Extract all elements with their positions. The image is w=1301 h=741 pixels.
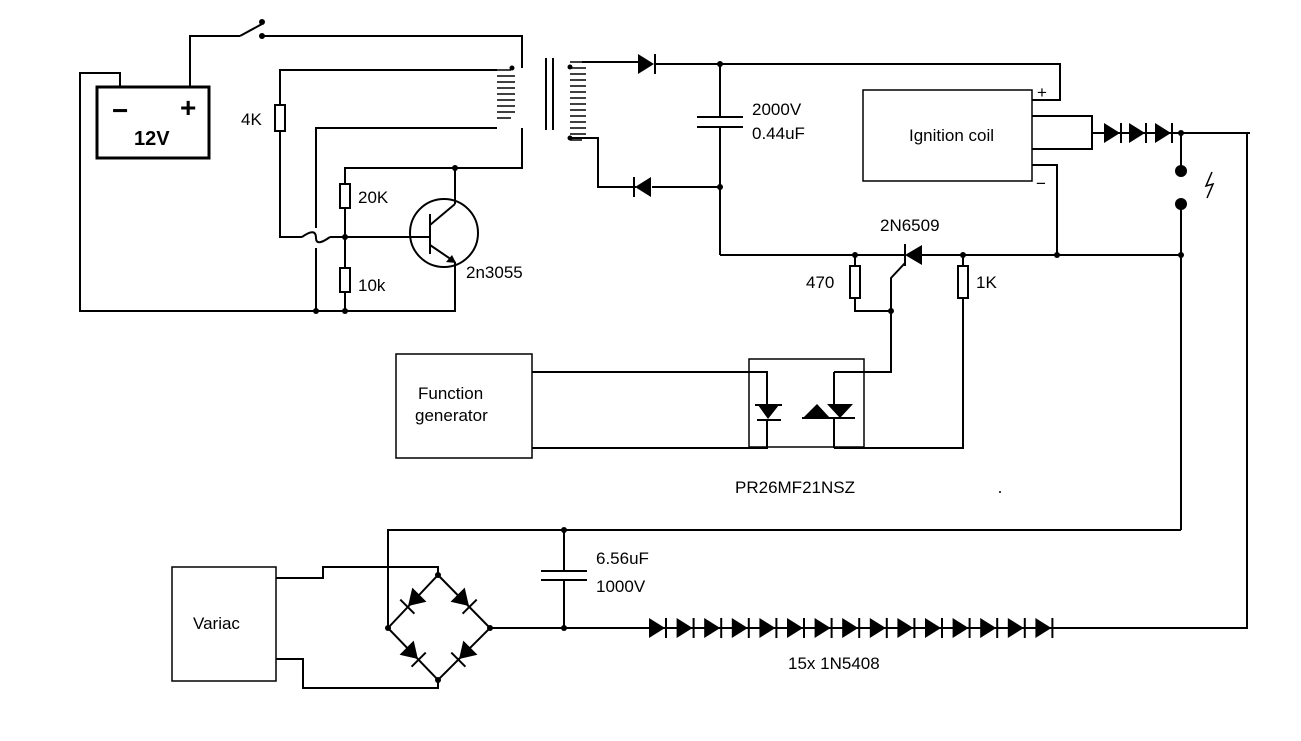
variac-label: Variac [193,614,240,633]
coil-minus-label: − [1036,174,1046,193]
battery-voltage-label: 12V [134,128,170,150]
chain-diode [648,617,667,639]
diode-chain: 15x 1N5408 [490,133,1248,673]
transistor-label: 2n3055 [466,263,523,282]
rectifier-diode-top [637,53,1061,101]
secondary-wiring [570,61,638,188]
wire-crossover [301,231,331,244]
optocoupler-label: PR26MF21NSZ [735,478,855,497]
chain-diode [924,617,943,639]
coil-output-diodes [1092,122,1250,144]
function-generator-label-1: Function [418,384,483,403]
battery-12v: − + 12V [95,85,211,160]
stray-dot [999,491,1001,493]
chain-diode [868,617,888,639]
cap-hv-voltage-label: 2000V [752,100,802,119]
scr-2n6509: 2N6509 [880,216,940,311]
chain-diode [951,617,971,639]
chain-diode [675,617,695,639]
r-10k-label: 10k [358,276,386,295]
transistor-2n3055: 2n3055 [345,168,523,312]
optocoupler: PR26MF21NSZ [735,358,865,497]
scr-rail [720,252,1184,258]
bridge-rectifier [385,527,1181,683]
cap-hv-value-label: 0.44uF [752,124,805,143]
capacitor-hv: 2000V 0.44uF [697,64,805,255]
variac: Variac [171,566,439,689]
transformer [497,58,586,141]
r-4k-label: 4K [241,110,262,129]
gate-wire [834,311,892,373]
scr-label: 2N6509 [880,216,940,235]
chain-diode [758,617,778,639]
power-switch [239,19,523,68]
chain-diode [841,617,861,639]
chain-diode [896,617,916,639]
chain-diode [813,617,833,639]
chain-diode [786,617,805,639]
spark-icon [1204,171,1215,199]
bottom-rail-dots [313,308,348,314]
chain-diode [703,617,723,639]
resistor-470: 470 [806,255,894,314]
battery-minus-label: − [112,95,128,126]
ignition-coil-label: Ignition coil [909,126,994,145]
battery-wiring [79,35,345,312]
r-470-label: 470 [806,273,834,292]
chain-diode [1034,617,1054,639]
function-generator: Function generator [395,353,768,459]
cap-bank-value-label: 6.56uF [596,549,649,568]
resistor-4k: 4K [241,104,302,238]
r-20k-label: 20K [358,188,389,207]
resistor-1k: 1K [834,255,997,449]
spark-gap [1175,133,1215,530]
chain-diode [979,617,999,639]
capacitor-bank: 6.56uF 1000V [541,530,649,631]
coil-plus-label: + [1037,83,1047,102]
chain-diode [1006,617,1026,639]
primary-wiring [279,69,523,228]
function-generator-label-2: generator [415,406,488,425]
r-1k-label: 1K [976,273,997,292]
battery-plus-label: + [180,92,196,123]
diode-chain-label: 15x 1N5408 [788,654,880,673]
resistor-20k: 20K [339,167,455,268]
resistor-10k: 10k [339,267,386,311]
chain-diode [730,617,750,639]
cap-bank-voltage-label: 1000V [596,577,646,596]
rectifier-diode-bottom [633,176,723,198]
